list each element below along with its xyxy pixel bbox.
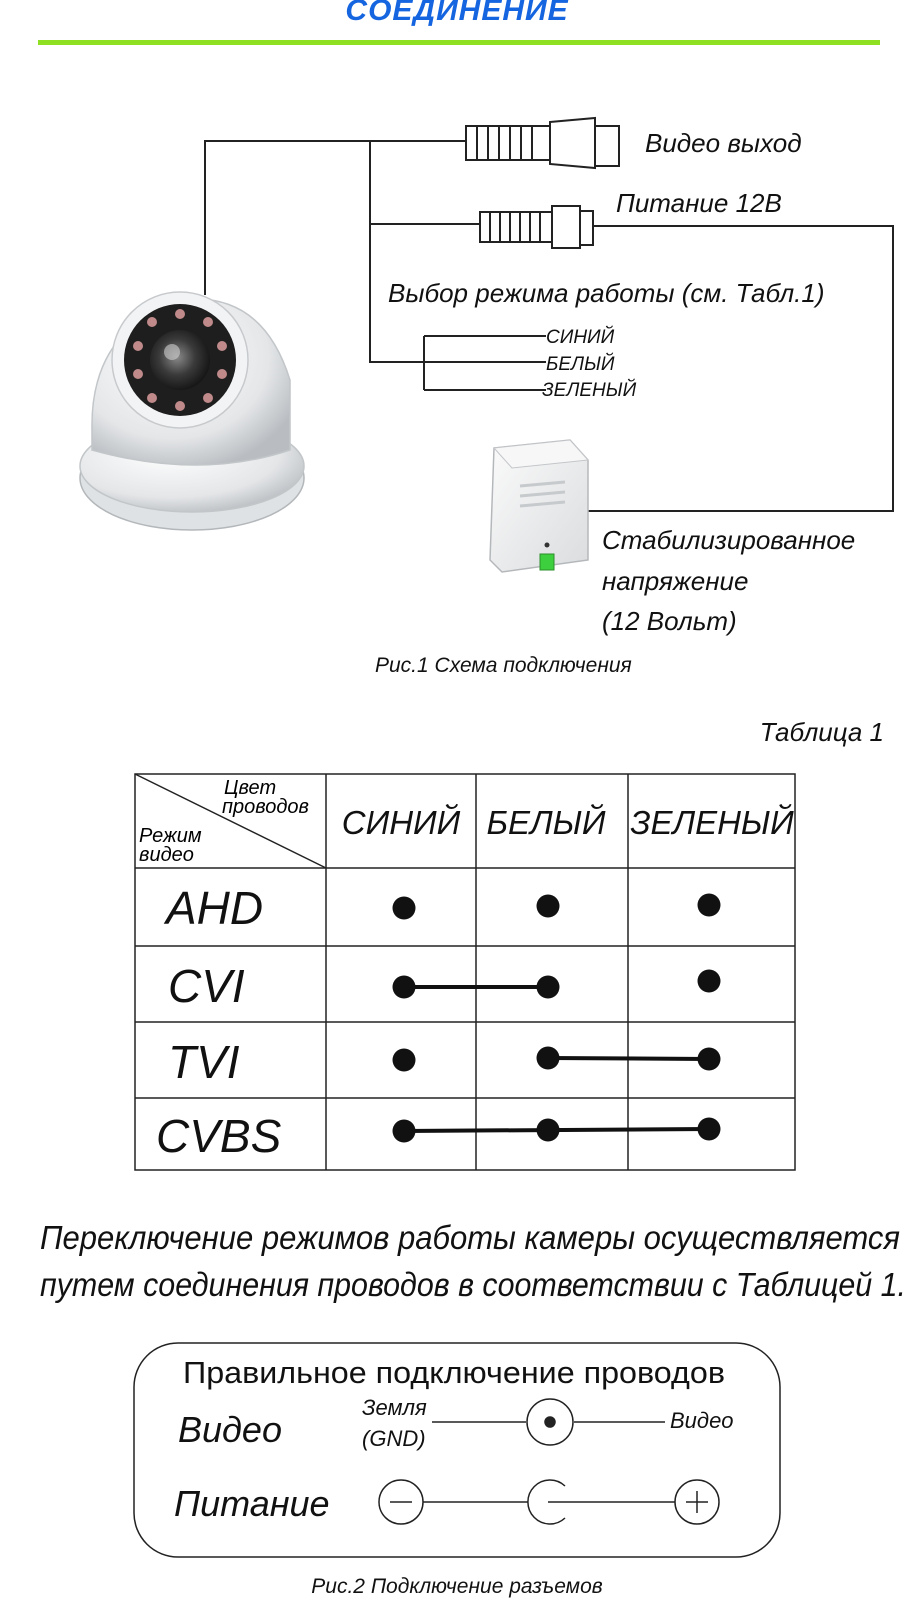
corner-mode-label-1: Режим xyxy=(139,825,202,847)
dot-tvi-white xyxy=(536,1046,560,1070)
page-title: СОЕДИНЕНИЕ xyxy=(345,0,569,27)
mode-select-wires xyxy=(423,335,546,391)
video-connector-diagram xyxy=(432,1398,665,1446)
figure1-caption: Рис.1 Схема подключения xyxy=(375,654,632,677)
psu-label-line1: Стабилизированное xyxy=(602,525,855,555)
bnc-video-connector-icon xyxy=(465,116,620,170)
plus-terminal-icon xyxy=(674,1479,720,1525)
corner-wires-label-1: Цвет xyxy=(224,777,276,799)
power-wire xyxy=(588,225,894,512)
row-mode-label: TVI xyxy=(168,1036,240,1088)
camera-cable xyxy=(204,140,480,363)
power-row-label: Питание xyxy=(174,1483,330,1524)
dot-cvbs-white xyxy=(536,1118,560,1142)
column-header-green: ЗЕЛЕНЫЙ xyxy=(630,803,794,841)
dot-ahd-blue xyxy=(392,896,416,920)
note-line1: Переключение режимов работы камеры осуще… xyxy=(40,1219,900,1256)
wire-white-label: БЕЛЫЙ xyxy=(546,353,615,375)
wire-blue-label: СИНИЙ xyxy=(546,326,615,348)
ground-label-2: (GND) xyxy=(362,1426,426,1451)
power-connector-diagram xyxy=(378,1479,720,1525)
row-mode-label: AHD xyxy=(163,882,263,934)
figure2-caption: Рис.2 Подключение разъемов xyxy=(311,1575,602,1598)
dot-cvi-white xyxy=(536,975,560,999)
power-label: Питание 12В xyxy=(616,188,782,218)
dot-cvi-blue xyxy=(392,975,416,999)
dot-cvbs-green xyxy=(697,1117,721,1141)
corner-mode-label-2: видео xyxy=(139,844,194,866)
video-row-label: Видео xyxy=(178,1409,282,1450)
dot-cvbs-blue xyxy=(392,1119,416,1143)
power-supply-icon xyxy=(489,439,590,573)
ground-label-1: Земля xyxy=(362,1395,427,1420)
corner-wires-label-2: проводов xyxy=(222,796,309,818)
dot-cvi-green xyxy=(697,969,721,993)
dot-ahd-white xyxy=(536,894,560,918)
link-tvi xyxy=(547,1056,710,1061)
note-line2: путем соединения проводов в соответствии… xyxy=(40,1266,906,1303)
psu-label-line3: (12 Вольт) xyxy=(602,606,737,636)
dome-camera-icon xyxy=(79,291,305,531)
dot-tvi-blue xyxy=(392,1048,416,1072)
mode-select-label: Выбор режима работы (см. Табл.1) xyxy=(388,278,825,308)
connector-box-title: Правильное подключение проводов xyxy=(183,1355,725,1390)
column-header-blue: СИНИЙ xyxy=(342,803,461,841)
row-mode-label: CVBS xyxy=(156,1110,282,1162)
row-mode-label: CVI xyxy=(168,960,245,1012)
center-terminal-icon xyxy=(527,1479,566,1525)
psu-label-line2: напряжение xyxy=(602,566,748,596)
dot-ahd-green xyxy=(697,893,721,917)
dot-tvi-green xyxy=(697,1047,721,1071)
mode-table xyxy=(134,773,796,1171)
video-out-label: Видео выход xyxy=(645,128,802,158)
column-header-white: БЕЛЫЙ xyxy=(487,803,606,841)
table-dots xyxy=(392,893,721,1143)
title-divider xyxy=(38,40,880,45)
dc-power-connector-icon xyxy=(479,205,594,249)
connector-box xyxy=(133,1342,781,1558)
video-jack-icon xyxy=(526,1398,574,1446)
video-signal-label: Видео xyxy=(670,1408,734,1433)
table-label: Таблица 1 xyxy=(760,717,884,747)
wire-green-label: ЗЕЛЕНЫЙ xyxy=(542,379,637,401)
